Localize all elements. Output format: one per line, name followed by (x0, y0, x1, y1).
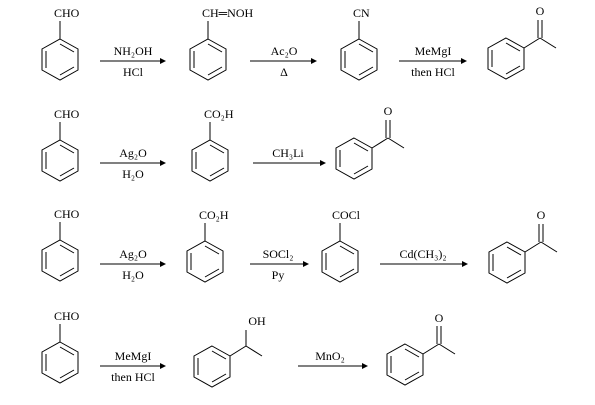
reagent-top-r2-2: CH₃Li (272, 146, 304, 160)
reagent-top-r2-1: Ag₂O (119, 146, 147, 160)
reagent-bottom-r3-2: Py (272, 268, 285, 282)
route3: CHO Ag₂O H₂O CO₂H SOCl₂ Py COCl Cd(CH₃)₂ (41, 207, 558, 284)
ketone-o-r1: O (536, 4, 545, 18)
acetophenone-r1 (487, 20, 557, 80)
benzene-ring-r3-1 (41, 222, 79, 282)
benzene-ring-r4-1 (41, 324, 79, 384)
cho-label-r4: CHO (54, 309, 80, 323)
benzene-ring-r3-2 (186, 223, 224, 283)
reagent-top-r1-2: Ac₂O (271, 44, 298, 58)
ketone-o-r2: O (384, 104, 393, 118)
ketone-o-r3: O (537, 208, 546, 222)
reagent-top-r3-2: SOCl₂ (263, 247, 294, 261)
benzene-ring-r1-2 (189, 21, 227, 81)
reagent-top-r1-3: MeMgI (415, 44, 452, 58)
ketone-o-r4: O (435, 311, 444, 325)
reagent-bottom-r3-1: H₂O (122, 268, 144, 282)
route1: CHO NH₂OH HCl CH═NOH Ac₂O Δ CN (41, 4, 557, 81)
reagent-top-r4-2: MnO₂ (315, 349, 345, 363)
benzene-ring-r3-3 (321, 223, 359, 283)
benzene-ring-r1-3 (340, 21, 378, 81)
reagent-top-r3-3: Cd(CH₃)₂ (399, 247, 446, 261)
reagent-top-r4-1: MeMgI (115, 349, 152, 363)
cho-label-r1: CHO (54, 6, 80, 20)
cn-label: CN (353, 6, 370, 20)
benzene-ring-r2-1 (41, 122, 79, 182)
acetophenone-r3 (488, 224, 558, 284)
route4: CHO MeMgI then HCl OH MnO₂ O (41, 309, 456, 388)
benzene-ring-r2-2 (191, 122, 229, 182)
co2h-label-r2: CO₂H (204, 107, 234, 121)
co2h-label-r3: CO₂H (199, 208, 229, 222)
reagent-bottom-r1-2: Δ (280, 65, 288, 79)
reagent-bottom-r1-3: then HCl (411, 65, 455, 79)
acetophenone-r2 (335, 120, 405, 180)
cocl-label: COCl (332, 208, 361, 222)
acetophenone-r4 (386, 326, 456, 386)
reagent-bottom-r1-1: HCl (123, 65, 144, 79)
reagent-top-r3-1: Ag₂O (119, 247, 147, 261)
route2: CHO Ag₂O H₂O CO₂H CH₃Li O (41, 104, 405, 182)
oh-label: OH (248, 314, 266, 328)
secondary-alcohol (193, 330, 263, 388)
oxime-label: CH═NOH (202, 6, 254, 20)
benzene-ring-r1-1 (41, 21, 79, 81)
reagent-bottom-r4-1: then HCl (111, 370, 155, 384)
cho-label-r2: CHO (54, 107, 80, 121)
reagent-bottom-r2-1: H₂O (122, 167, 144, 181)
cho-label-r3: CHO (54, 207, 80, 221)
reagent-top-r1-1: NH₂OH (114, 44, 153, 58)
